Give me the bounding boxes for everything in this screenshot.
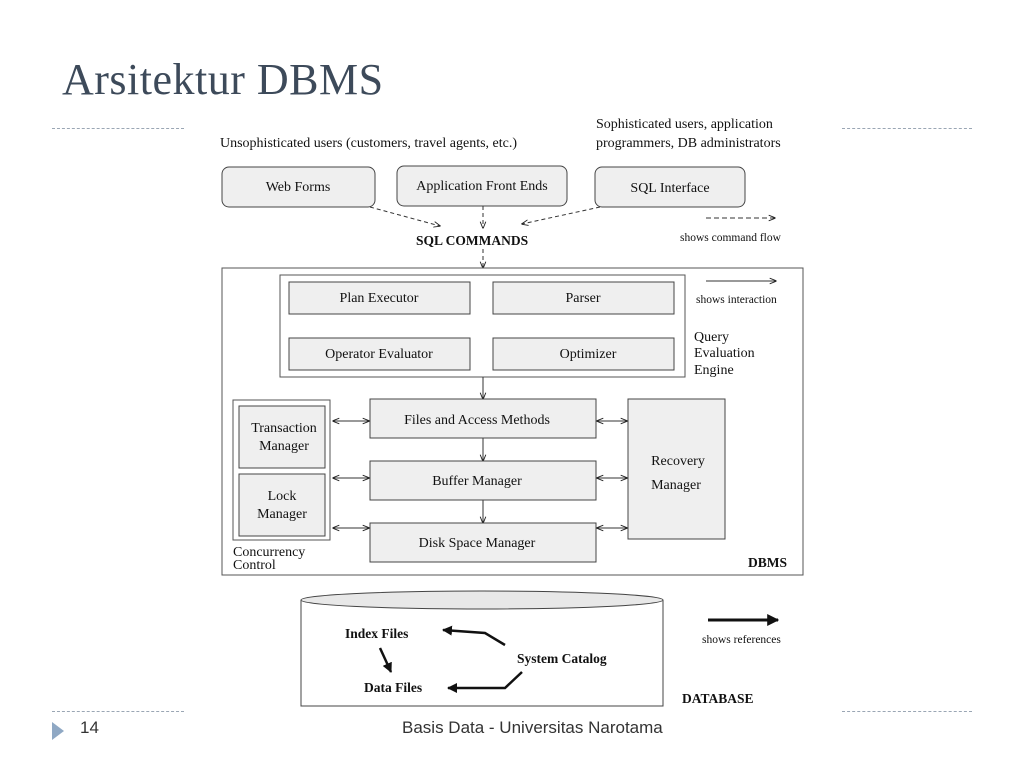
- lock-manager-box: Lock Manager: [238, 473, 326, 537]
- parser-label: Parser: [566, 291, 601, 306]
- bottom-left-divider: [52, 711, 184, 712]
- interaction-legend-label: shows interaction: [696, 294, 777, 306]
- concurrency-control-label-1: Concurrency: [233, 545, 305, 560]
- web-forms-flow-arrow: [369, 206, 440, 226]
- top-left-divider: [52, 128, 184, 129]
- dbms-label: DBMS: [748, 555, 787, 570]
- transaction-manager-box: Transaction Manager: [238, 405, 326, 469]
- lock-manager-label-2: Manager: [257, 507, 307, 522]
- files-access-methods-label: Files and Access Methods: [404, 413, 550, 428]
- page-number: 14: [80, 718, 99, 737]
- index-to-data-arrow: [378, 647, 393, 673]
- unsophisticated-users-label: Unsophisticated users (customers, travel…: [220, 136, 517, 151]
- qee-label-2: Evaluation: [694, 346, 755, 361]
- plan-executor-box: Plan Executor: [288, 281, 471, 315]
- app-front-ends-box: Application Front Ends: [396, 165, 568, 207]
- optimizer-box: Optimizer: [492, 337, 675, 371]
- sophisticated-users-label-2: programmers, DB administrators: [596, 136, 781, 151]
- optimizer-label: Optimizer: [560, 347, 617, 362]
- sql-interface-box: SQL Interface: [594, 166, 746, 208]
- web-forms-label: Web Forms: [266, 180, 331, 195]
- recovery-manager-box: Recovery Manager: [627, 398, 726, 540]
- transaction-manager-label-2: Manager: [259, 439, 309, 454]
- buffer-manager-label: Buffer Manager: [432, 474, 522, 489]
- footer-text: Basis Data - Universitas Narotama: [402, 718, 663, 737]
- bottom-right-divider: [842, 711, 972, 712]
- slide-title: Arsitektur DBMS: [62, 55, 384, 104]
- system-catalog-label: System Catalog: [517, 651, 607, 666]
- qee-label-3: Engine: [694, 363, 734, 378]
- app-front-ends-label: Application Front Ends: [416, 179, 547, 194]
- top-right-divider: [842, 128, 972, 129]
- sql-commands-label: SQL COMMANDS: [416, 233, 528, 248]
- transaction-manager-label-1: Transaction: [251, 421, 317, 436]
- database-label: DATABASE: [682, 691, 754, 706]
- bullet-icon: [52, 722, 64, 740]
- index-files-label: Index Files: [345, 626, 408, 641]
- command-flow-legend-label: shows command flow: [680, 232, 782, 244]
- files-access-methods-box: Files and Access Methods: [369, 398, 597, 439]
- plan-executor-label: Plan Executor: [340, 291, 419, 306]
- data-files-label: Data Files: [364, 680, 422, 695]
- lock-manager-label-1: Lock: [268, 489, 297, 504]
- catalog-to-index-arrow: [442, 625, 506, 647]
- recovery-manager-label-2: Manager: [651, 478, 701, 493]
- recovery-manager-label-1: Recovery: [651, 454, 705, 469]
- buffer-manager-box: Buffer Manager: [369, 460, 597, 501]
- parser-box: Parser: [492, 281, 675, 315]
- qee-label-1: Query: [694, 330, 729, 345]
- references-legend-label: shows references: [702, 634, 781, 646]
- sql-interface-label: SQL Interface: [630, 181, 709, 196]
- disk-space-manager-label: Disk Space Manager: [419, 536, 536, 551]
- sophisticated-users-label-1: Sophisticated users, application: [596, 117, 773, 132]
- operator-evaluator-label: Operator Evaluator: [325, 347, 433, 362]
- database-cylinder: [300, 590, 664, 707]
- catalog-to-data-arrow: [447, 671, 523, 693]
- operator-evaluator-box: Operator Evaluator: [288, 337, 471, 371]
- web-forms-box: Web Forms: [221, 166, 376, 208]
- sql-interface-flow-arrow: [522, 206, 601, 224]
- disk-space-manager-box: Disk Space Manager: [369, 522, 597, 563]
- concurrency-control-label-2: Control: [233, 558, 276, 573]
